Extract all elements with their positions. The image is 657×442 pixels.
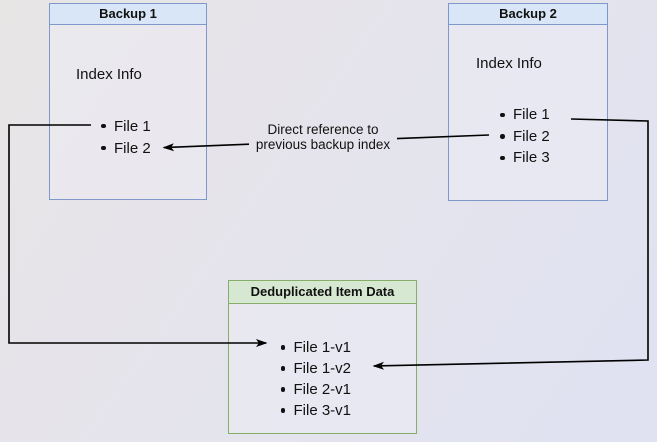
- file-label: File 3: [513, 149, 550, 167]
- edge-label-line1: Direct reference to: [267, 122, 379, 137]
- dedup-node: Deduplicated Item Data File 1-v1 File 1-…: [228, 280, 417, 434]
- backup1-file-list: File 1 File 2: [101, 115, 151, 159]
- backup2-file-list: File 1 File 2 File 3: [500, 104, 550, 169]
- dedup-title: Deduplicated Item Data: [229, 281, 416, 304]
- bullet-icon: [500, 112, 505, 117]
- list-item: File 2: [500, 126, 550, 148]
- file-label: File 1: [513, 106, 550, 124]
- bullet-icon: [101, 145, 106, 151]
- backup2-subtitle: Index Info: [476, 55, 542, 72]
- file-label: File 3-v1: [293, 402, 352, 419]
- list-item: File 1: [500, 104, 550, 126]
- list-item: File 3-v1: [280, 400, 352, 421]
- bullet-icon: [500, 155, 505, 160]
- file-label: File 1-v2: [293, 360, 352, 377]
- bullet-icon: [101, 123, 106, 129]
- bullet-icon: [280, 366, 285, 371]
- list-item: File 1-v2: [280, 358, 352, 379]
- backup1-title: Backup 1: [50, 4, 206, 25]
- file-label: File 1-v1: [293, 339, 352, 356]
- file-label: File 2: [114, 139, 151, 157]
- bullet-icon: [280, 387, 285, 392]
- bullet-icon: [280, 345, 285, 350]
- file-label: File 2: [513, 127, 550, 145]
- edge-label-line2: previous backup index: [255, 136, 391, 152]
- backup2-node: Backup 2 Index Info File 1 File 2 File 3: [448, 3, 608, 201]
- dedup-item-list: File 1-v1 File 1-v2 File 2-v1 File 3-v1: [280, 337, 352, 421]
- bullet-icon: [500, 134, 505, 139]
- list-item: File 2-v1: [280, 379, 352, 400]
- bullet-icon: [280, 408, 285, 413]
- list-item: File 2: [101, 137, 151, 159]
- list-item: File 1: [101, 115, 151, 137]
- backup2-title: Backup 2: [449, 4, 607, 25]
- file-label: File 1: [114, 117, 151, 135]
- edge-label: Direct reference to previous backup inde…: [238, 122, 408, 152]
- backup1-subtitle: Index Info: [76, 66, 142, 83]
- list-item: File 3: [500, 147, 550, 169]
- file-label: File 2-v1: [293, 381, 352, 398]
- backup1-node: Backup 1 Index Info File 1 File 2: [49, 3, 207, 200]
- list-item: File 1-v1: [280, 337, 352, 358]
